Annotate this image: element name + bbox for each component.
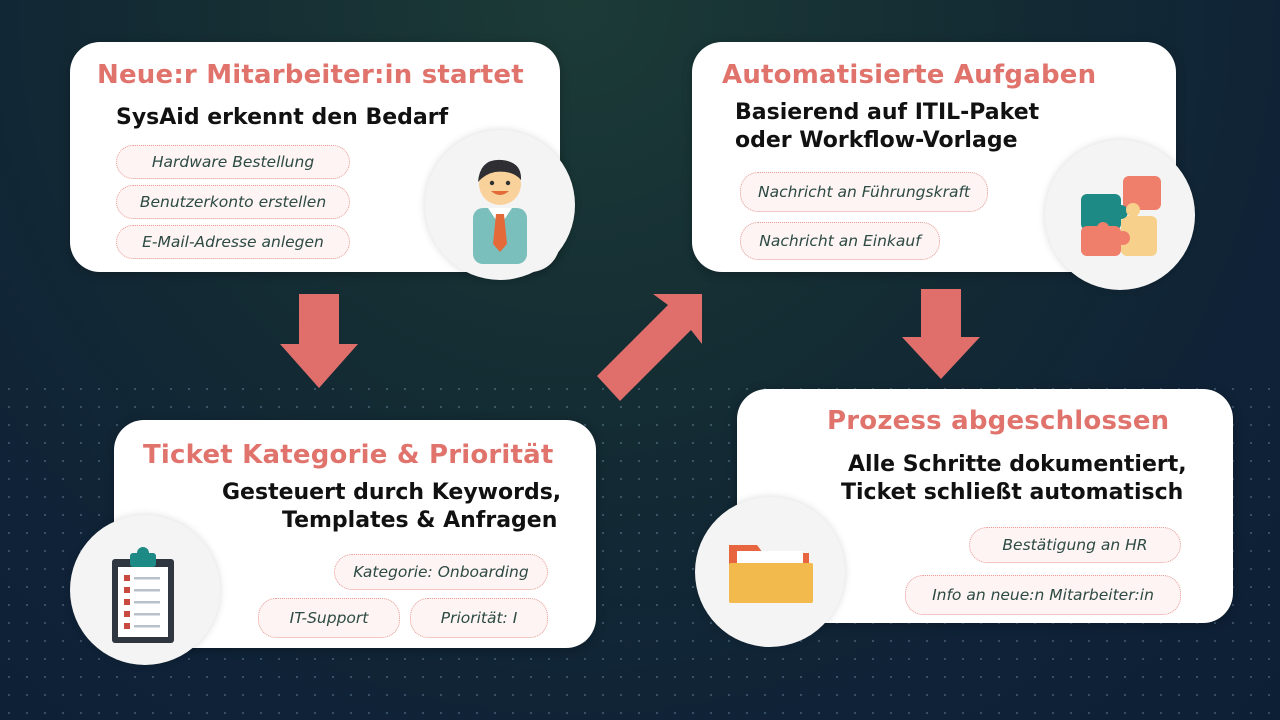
task-pill-account: Benutzerkonto erstellen: [116, 185, 350, 219]
card-title: Neue:r Mitarbeiter:in startet: [97, 60, 524, 90]
card-subtitle-line2: Ticket schließt automatisch: [841, 480, 1184, 505]
task-pill-email: E-Mail-Adresse anlegen: [116, 225, 350, 259]
task-pill-hardware: Hardware Bestellung: [116, 145, 350, 179]
task-pill-priority: Priorität: I: [410, 598, 548, 638]
card-title: Ticket Kategorie & Priorität: [143, 440, 554, 470]
person-icon-circle: [425, 130, 575, 280]
arrow-down-right-icon: [902, 289, 980, 379]
task-pill-hr-confirmation: Bestätigung an HR: [969, 527, 1181, 563]
arrow-down-left-icon: [280, 294, 358, 388]
task-pill-employee-info: Info an neue:n Mitarbeiter:in: [905, 575, 1181, 615]
card-subtitle-line1: Alle Schritte dokumentiert,: [848, 452, 1187, 477]
card-subtitle-line1: Basierend auf ITIL-Paket: [735, 100, 1040, 125]
folder-icon-circle: [695, 497, 845, 647]
arrow-diagonal-up-right-icon: [597, 294, 702, 401]
card-title: Automatisierte Aufgaben: [722, 60, 1097, 90]
puzzle-icon-circle: [1045, 140, 1195, 290]
card-subtitle-line2: Templates & Anfragen: [282, 508, 558, 533]
card-title: Prozess abgeschlossen: [827, 406, 1170, 436]
task-pill-manager: Nachricht an Führungskraft: [740, 172, 988, 212]
task-pill-it-support: IT-Support: [258, 598, 400, 638]
task-pill-purchasing: Nachricht an Einkauf: [740, 222, 940, 260]
folder-icon: [729, 545, 813, 603]
card-subtitle: SysAid erkennt den Bedarf: [116, 105, 449, 130]
person-icon: [473, 159, 527, 264]
clipboard-icon-circle: [70, 515, 220, 665]
card-subtitle-line2: oder Workflow-Vorlage: [735, 128, 1018, 153]
task-pill-category: Kategorie: Onboarding: [334, 554, 548, 590]
card-subtitle-line1: Gesteuert durch Keywords,: [222, 480, 562, 505]
clipboard-icon: [112, 547, 174, 643]
step-card-ticket-category: Ticket Kategorie & Priorität Gesteuert d…: [114, 420, 596, 648]
puzzle-icon: [1081, 176, 1161, 256]
